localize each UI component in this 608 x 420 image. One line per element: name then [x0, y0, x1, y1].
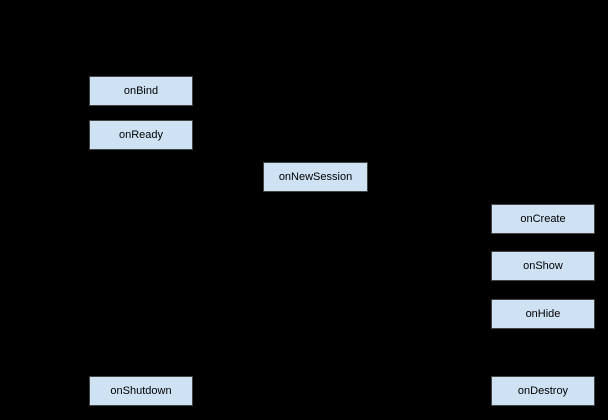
node-onhide: onHide: [491, 299, 595, 329]
node-onshutdown: onShutdown: [89, 376, 193, 406]
node-onshow: onShow: [491, 251, 595, 281]
node-onnewsession: onNewSession: [263, 162, 368, 192]
node-onready: onReady: [89, 120, 193, 150]
node-onbind: onBind: [89, 76, 193, 106]
node-ondestroy: onDestroy: [491, 376, 595, 406]
node-oncreate: onCreate: [491, 204, 595, 234]
